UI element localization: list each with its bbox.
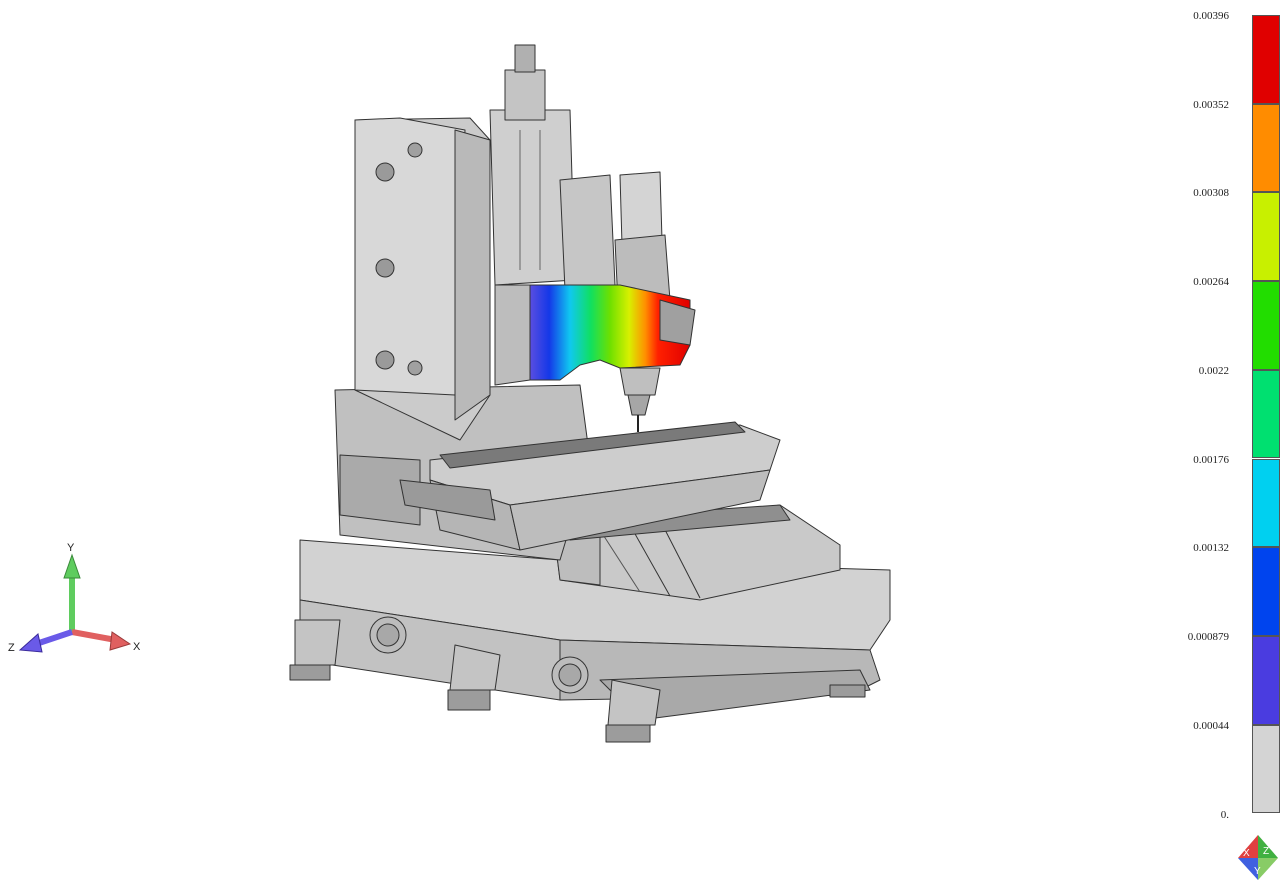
axis-triad (18, 553, 132, 653)
legend-label: 0. (1220, 809, 1229, 822)
legend-label: 0.00308 (1193, 187, 1229, 200)
legend-label: 0.00352 (1193, 98, 1229, 111)
view-cube-z-label: Z (1263, 846, 1270, 857)
legend-swatch (1252, 458, 1280, 548)
legend-label: 0.00396 (1193, 10, 1229, 22)
axis-x-label: X (133, 641, 141, 653)
legend-label: 0.0022 (1198, 364, 1229, 377)
axis-y-label: Y (67, 542, 75, 554)
legend-swatch (1252, 635, 1280, 725)
legend-label: 0.000879 (1187, 630, 1229, 643)
axis-z-label: Z (8, 642, 15, 654)
legend-swatch (1252, 103, 1280, 193)
view-cube[interactable] (1238, 835, 1278, 880)
legend-swatch (1252, 547, 1280, 636)
legend-swatch (1252, 724, 1280, 814)
legend-swatch (1252, 15, 1280, 104)
legend-label: 0.00176 (1193, 453, 1229, 466)
legend-swatch (1252, 281, 1280, 370)
contour-legend: 0.00396 0.00352 0.00308 0.00264 0.0022 0.0017… (1150, 0, 1284, 883)
legend-label: 0.00264 (1193, 276, 1229, 289)
legend-swatch (1252, 369, 1280, 459)
legend-swatch (1252, 192, 1280, 282)
view-cube-y-label: Y (1254, 866, 1261, 877)
legend-label: 0.00132 (1193, 542, 1229, 555)
view-cube-x-label: X (1243, 848, 1250, 859)
legend-label: 0.00044 (1193, 719, 1229, 732)
